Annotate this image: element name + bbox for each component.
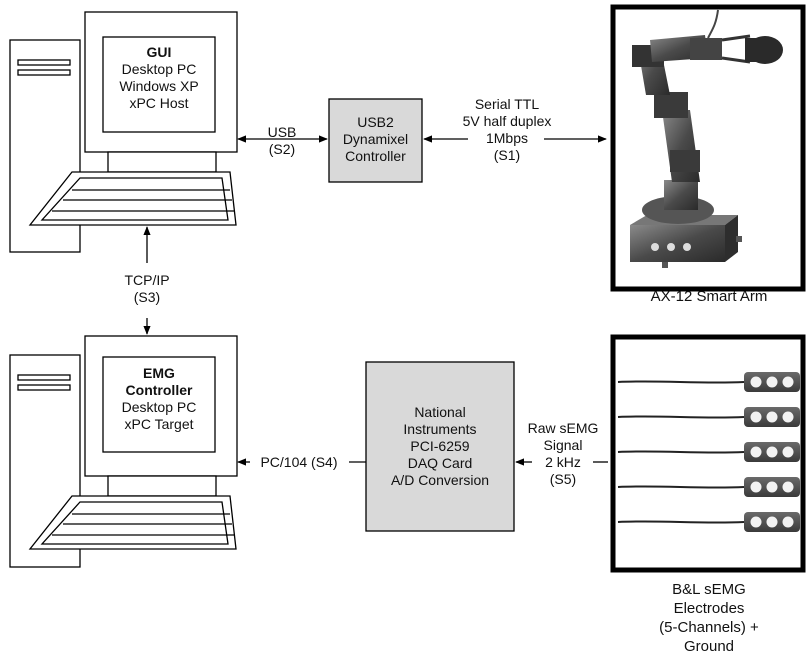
electrodes-caption: B&L sEMG Electrodes (5-Channels) + Groun… — [613, 580, 805, 656]
emg-line-2: xPC Target — [124, 416, 194, 432]
electrode-channel — [617, 512, 800, 532]
usb2-controller-label: USB2 Dynamixel Controller — [329, 114, 422, 165]
usb2-line-1: Dynamixel — [342, 131, 409, 147]
daq-card-box — [365, 361, 515, 532]
emg-pc-label: EMG Controller Desktop PC xPC Target — [103, 365, 215, 433]
gui-line-2: Windows XP — [119, 78, 199, 94]
electrode-channel — [617, 372, 800, 392]
serial-link-label: Serial TTL 5V half duplex 1Mbps (S1) — [458, 96, 556, 164]
semg-line-2: 2 kHz — [545, 454, 581, 470]
daq-line-3: DAQ Card — [407, 455, 473, 471]
electrode-channel — [617, 442, 800, 462]
usb-line-0: USB — [267, 124, 297, 140]
tcpip-line-1: (S3) — [133, 289, 161, 305]
gui-computer-icon — [9, 11, 238, 253]
semg-line-3: (S5) — [549, 471, 577, 487]
usb2-line-0: USB2 — [357, 114, 394, 130]
emg-computer-icon — [9, 335, 238, 568]
tcpip-line-0: TCP/IP — [124, 272, 170, 288]
serial-line-3: (S1) — [493, 147, 521, 163]
usb-line-1: (S2) — [268, 141, 296, 157]
daq-line-1: Instruments — [403, 421, 477, 437]
gui-title: GUI — [146, 44, 172, 60]
tcpip-link-label: TCP/IP (S3) — [112, 272, 182, 306]
gui-line-3: xPC Host — [129, 95, 189, 111]
pc104-link-label: PC/104 (S4) — [246, 454, 352, 471]
semg-line-0: Raw sEMG — [527, 420, 599, 436]
serial-line-0: Serial TTL — [474, 96, 540, 112]
usb2-controller-box — [328, 98, 423, 183]
electrodes-caption-2: (5-Channels) + — [659, 619, 759, 636]
emg-title-2: Controller — [125, 382, 193, 398]
electrode-channel — [617, 407, 800, 427]
electrode-channel — [617, 477, 800, 497]
daq-line-2: PCI-6259 — [410, 438, 470, 454]
semg-link-label: Raw sEMG Signal 2 kHz (S5) — [527, 420, 599, 488]
electrodes-photo — [610, 334, 806, 573]
emg-line-1: Desktop PC — [121, 399, 197, 415]
electrodes-caption-0: B&L sEMG — [672, 581, 746, 598]
usb-link-label: USB (S2) — [250, 124, 314, 158]
gui-line-1: Desktop PC — [121, 61, 197, 77]
robot-arm-caption-text: AX-12 Smart Arm — [650, 288, 768, 305]
electrodes-caption-1: Electrodes — [673, 600, 745, 617]
gui-pc-label: GUI Desktop PC Windows XP xPC Host — [103, 44, 215, 112]
usb2-line-2: Controller — [345, 148, 406, 164]
semg-line-1: Signal — [543, 437, 583, 453]
serial-line-2: 1Mbps — [485, 130, 529, 146]
daq-line-4: A/D Conversion — [390, 472, 490, 488]
daq-card-label: National Instruments PCI-6259 DAQ Card A… — [366, 404, 514, 489]
daq-line-0: National — [414, 404, 466, 420]
serial-line-1: 5V half duplex — [462, 113, 552, 129]
electrodes-caption-3: Ground — [683, 638, 735, 655]
robot-arm-photo — [610, 4, 806, 292]
pc104-line: PC/104 (S4) — [260, 454, 338, 470]
robot-arm-caption: AX-12 Smart Arm — [613, 288, 805, 305]
emg-title: EMG — [143, 365, 175, 381]
